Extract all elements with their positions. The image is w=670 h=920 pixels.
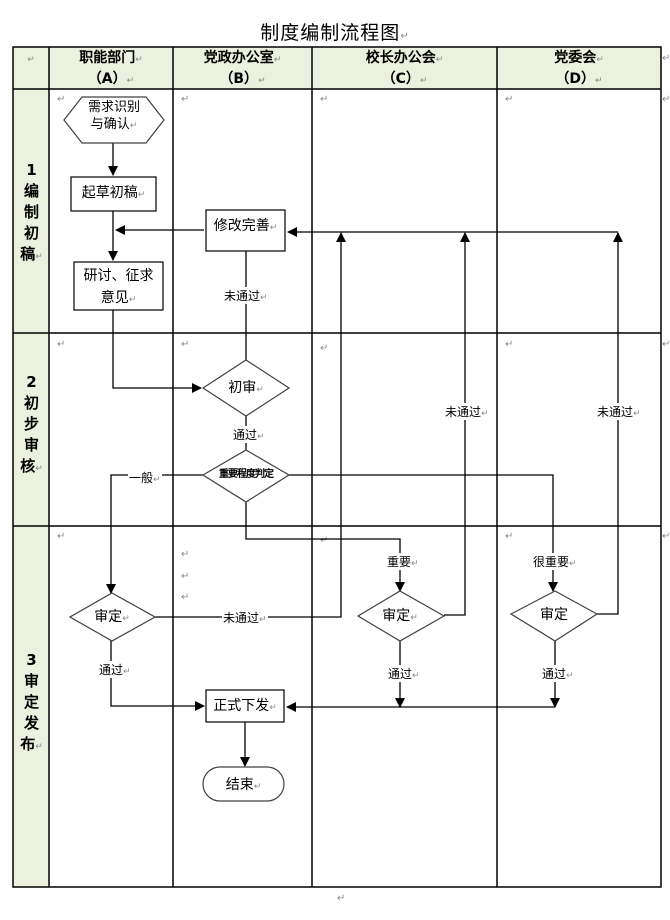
edge-label-important: 重要↵ (386, 553, 420, 570)
node-approve-d: 审定 (540, 607, 568, 623)
node-end: 结束↵ (225, 777, 262, 793)
node-start: 需求识别 与确认↵ (87, 100, 140, 132)
edge-general (106, 474, 203, 594)
cell-mark: ↵ (57, 94, 66, 105)
header-corner: ↵ (27, 55, 35, 65)
edge-very-important (289, 474, 558, 592)
node-issue: 正式下发↵ (213, 698, 277, 714)
edge-label-d-pass: 通过↵ (541, 665, 575, 682)
table-border (12, 46, 662, 888)
node-draft: 起草初稿↵ (81, 185, 146, 201)
cell-mark: ↵ (181, 549, 190, 560)
edge-label-d-fail: 未通过↵ (596, 403, 642, 420)
cell-mark: ↵ (320, 94, 329, 105)
node-discuss: 研讨、征求 意见↵ (83, 268, 154, 306)
cell-mark: ↵ (57, 339, 66, 350)
node-importance-shape (201, 449, 291, 503)
node-revise: 修改完善↵ (213, 218, 278, 234)
cell-mark: ↵ (662, 531, 670, 542)
row-label-column-bg (13, 89, 49, 887)
column-header-d: 党委会↵ （D）↵ (554, 50, 604, 87)
row-label-2: 2 初步审 核↵ (20, 373, 43, 475)
cell-mark: ↵ (181, 94, 190, 105)
cell-mark: ↵ (181, 339, 190, 350)
cell-mark: ↵ (337, 893, 346, 904)
node-approve-c-shape (356, 590, 446, 642)
node-issue-shape (205, 689, 285, 723)
header-row-bg (13, 47, 661, 89)
cell-mark: ↵ (662, 53, 670, 64)
node-approve-a-shape (68, 592, 157, 642)
cell-mark: ↵ (320, 535, 329, 546)
node-end-shape (202, 766, 285, 802)
node-initial-review-shape (201, 359, 291, 417)
cell-mark: ↵ (181, 571, 190, 582)
edge-label-c-fail: 未通过↵ (444, 403, 490, 420)
edge-important (245, 502, 405, 592)
edge-d-fail (597, 232, 623, 615)
node-discuss-shape (73, 261, 164, 311)
cell-mark: ↵ (505, 531, 514, 542)
edge-label-initial-pass: 通过↵ (232, 426, 266, 443)
node-approve-d-shape (509, 590, 599, 642)
cell-mark: ↵ (57, 531, 66, 542)
row-label-1: 1 编制初 稿↵ (20, 161, 43, 263)
edge-label-general: 一般↵ (128, 469, 162, 486)
edge-label-c-pass: 通过↵ (387, 665, 421, 682)
edge-label-a-fail: 未通过↵ (222, 609, 268, 626)
cell-mark: ↵ (320, 343, 329, 354)
node-importance: 重要程度判定 (219, 469, 274, 480)
cell-mark: ↵ (505, 94, 514, 105)
edge-label-revise-fail: 未通过↵ (223, 287, 269, 304)
node-draft-shape (70, 176, 157, 212)
node-revise-shape (205, 209, 286, 252)
cell-mark: ↵ (181, 592, 190, 603)
cell-mark: ↵ (662, 94, 670, 105)
cell-mark: ↵ (505, 339, 514, 350)
edge-a-fail (155, 232, 346, 618)
node-approve-a: 审定↵ (94, 609, 130, 625)
table-grid (12, 46, 662, 888)
node-approve-c: 审定↵ (382, 608, 418, 624)
node-initial-review: 初审↵ (228, 380, 264, 396)
column-header-b: 党政办公室↵ （B）↵ (203, 50, 282, 87)
edge-label-very-important: 很重要↵ (532, 553, 578, 570)
page-title: 制度编制流程图↵ (260, 22, 410, 44)
edge-c-fail (444, 232, 470, 616)
edge-discuss-initial (112, 310, 202, 393)
row-label-3: 3 审定发 布↵ (20, 651, 43, 753)
cell-mark: ↵ (662, 339, 670, 350)
edge-label-a-pass: 通过↵ (98, 661, 132, 678)
column-header-c: 校长办公会↵ （C）↵ (365, 50, 444, 87)
node-start-shape (63, 96, 165, 144)
column-header-a: 职能部门↵ （A）↵ (79, 50, 143, 87)
